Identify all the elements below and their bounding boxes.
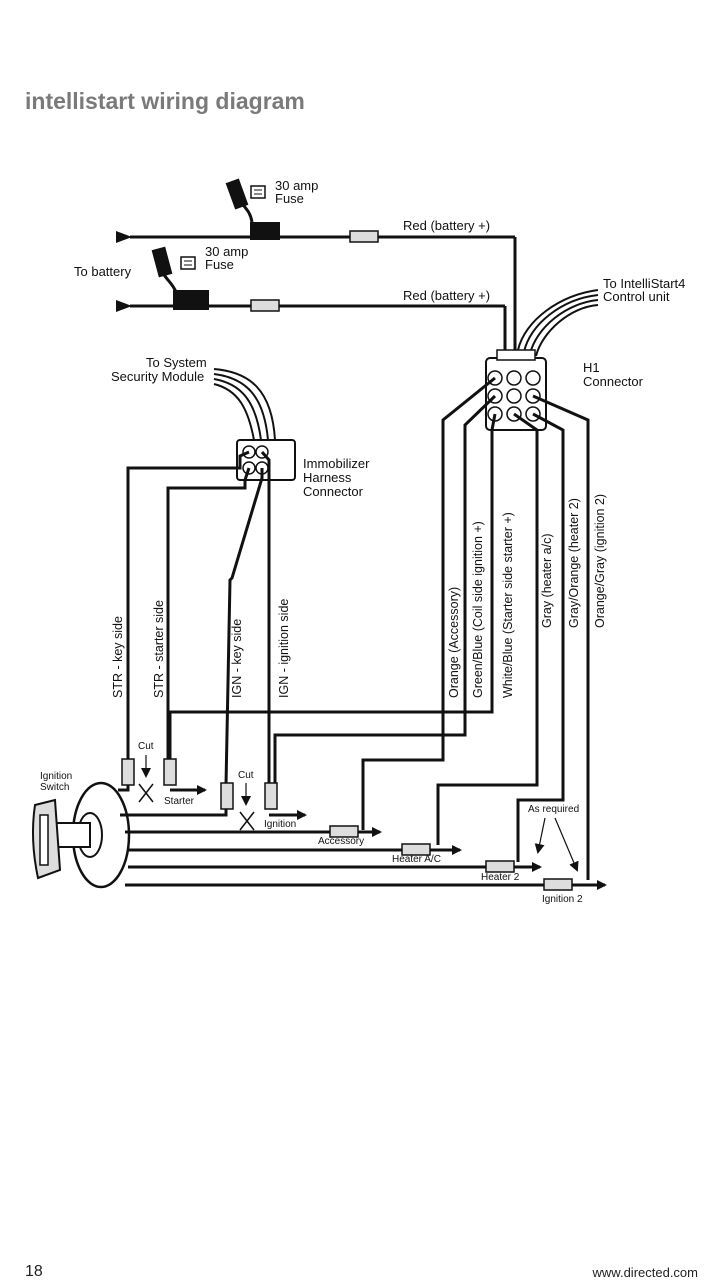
fuse-holder-1 xyxy=(225,178,280,240)
ignition-label: Ignition xyxy=(264,819,296,830)
switch-outputs xyxy=(118,785,607,891)
control-unit-label-1: To IntelliStart4 xyxy=(603,276,685,291)
label-str-starter: STR - starter side xyxy=(152,600,166,698)
label-white-blue: White/Blue (Starter side starter +) xyxy=(501,512,515,698)
security-module-bundle xyxy=(213,368,276,441)
label-str-key: STR - key side xyxy=(111,616,125,698)
control-unit-bundle xyxy=(517,289,599,357)
cut-marker-1 xyxy=(138,755,154,803)
ignition-switch-label-2: Switch xyxy=(40,782,69,793)
fuse1-label-amp: 30 amp xyxy=(275,178,318,193)
label-gray-orange: Gray/Orange (heater 2) xyxy=(567,498,581,628)
immobilizer-label-2: Harness xyxy=(303,470,352,485)
starter-label: Starter xyxy=(164,796,195,807)
ignition-switch xyxy=(32,781,131,889)
security-module-label-1: To System xyxy=(146,355,207,370)
cut-label-2: Cut xyxy=(238,770,254,781)
control-unit-label-2: Control unit xyxy=(603,289,670,304)
fuse2-label-amp: 30 amp xyxy=(205,244,248,259)
label-orange: Orange (Accessory) xyxy=(447,587,461,698)
red-battery-top-label: Red (battery +) xyxy=(403,218,490,233)
page-number: 18 xyxy=(25,1263,43,1280)
label-ign-key: IGN - key side xyxy=(230,619,244,698)
website-link[interactable]: www.directed.com xyxy=(592,1265,698,1280)
ignition-switch-label-1: Ignition xyxy=(40,771,72,782)
cut-marker-2 xyxy=(239,783,255,831)
page-title: intellistart wiring diagram xyxy=(25,88,305,114)
battery-wire-top xyxy=(116,230,517,368)
ignition2-label: Ignition 2 xyxy=(542,894,583,905)
to-battery-label: To battery xyxy=(74,264,132,279)
h1-label-1: H1 xyxy=(583,360,600,375)
as-required-label: As required xyxy=(528,804,579,815)
h1-wires xyxy=(168,376,590,880)
label-gray: Gray (heater a/c) xyxy=(540,534,554,628)
label-green-blue: Green/Blue (Coil side ignition +) xyxy=(471,521,485,698)
fuse2-label-fuse: Fuse xyxy=(205,257,234,272)
heater2-label: Heater 2 xyxy=(481,872,520,883)
fuse1-label-fuse: Fuse xyxy=(275,191,304,206)
immobilizer-label-1: Immobilizer xyxy=(303,456,370,471)
security-module-label-2: Security Module xyxy=(111,369,204,384)
immobilizer-label-3: Connector xyxy=(303,484,364,499)
h1-connector xyxy=(485,349,547,431)
heater-ac-label: Heater A/C xyxy=(392,854,441,865)
splice-connectors xyxy=(121,758,278,810)
cut-label-1: Cut xyxy=(138,741,154,752)
fuse-holder-2 xyxy=(151,246,209,310)
h1-label-2: Connector xyxy=(583,374,644,389)
immobilizer-wires xyxy=(126,450,271,786)
accessory-label: Accessory xyxy=(318,836,364,847)
label-ign-ignition: IGN - ignition side xyxy=(277,599,291,698)
label-orange-gray: Orange/Gray (ignition 2) xyxy=(593,494,607,628)
red-battery-bottom-label: Red (battery +) xyxy=(403,288,490,303)
as-required-arrows xyxy=(534,817,579,872)
